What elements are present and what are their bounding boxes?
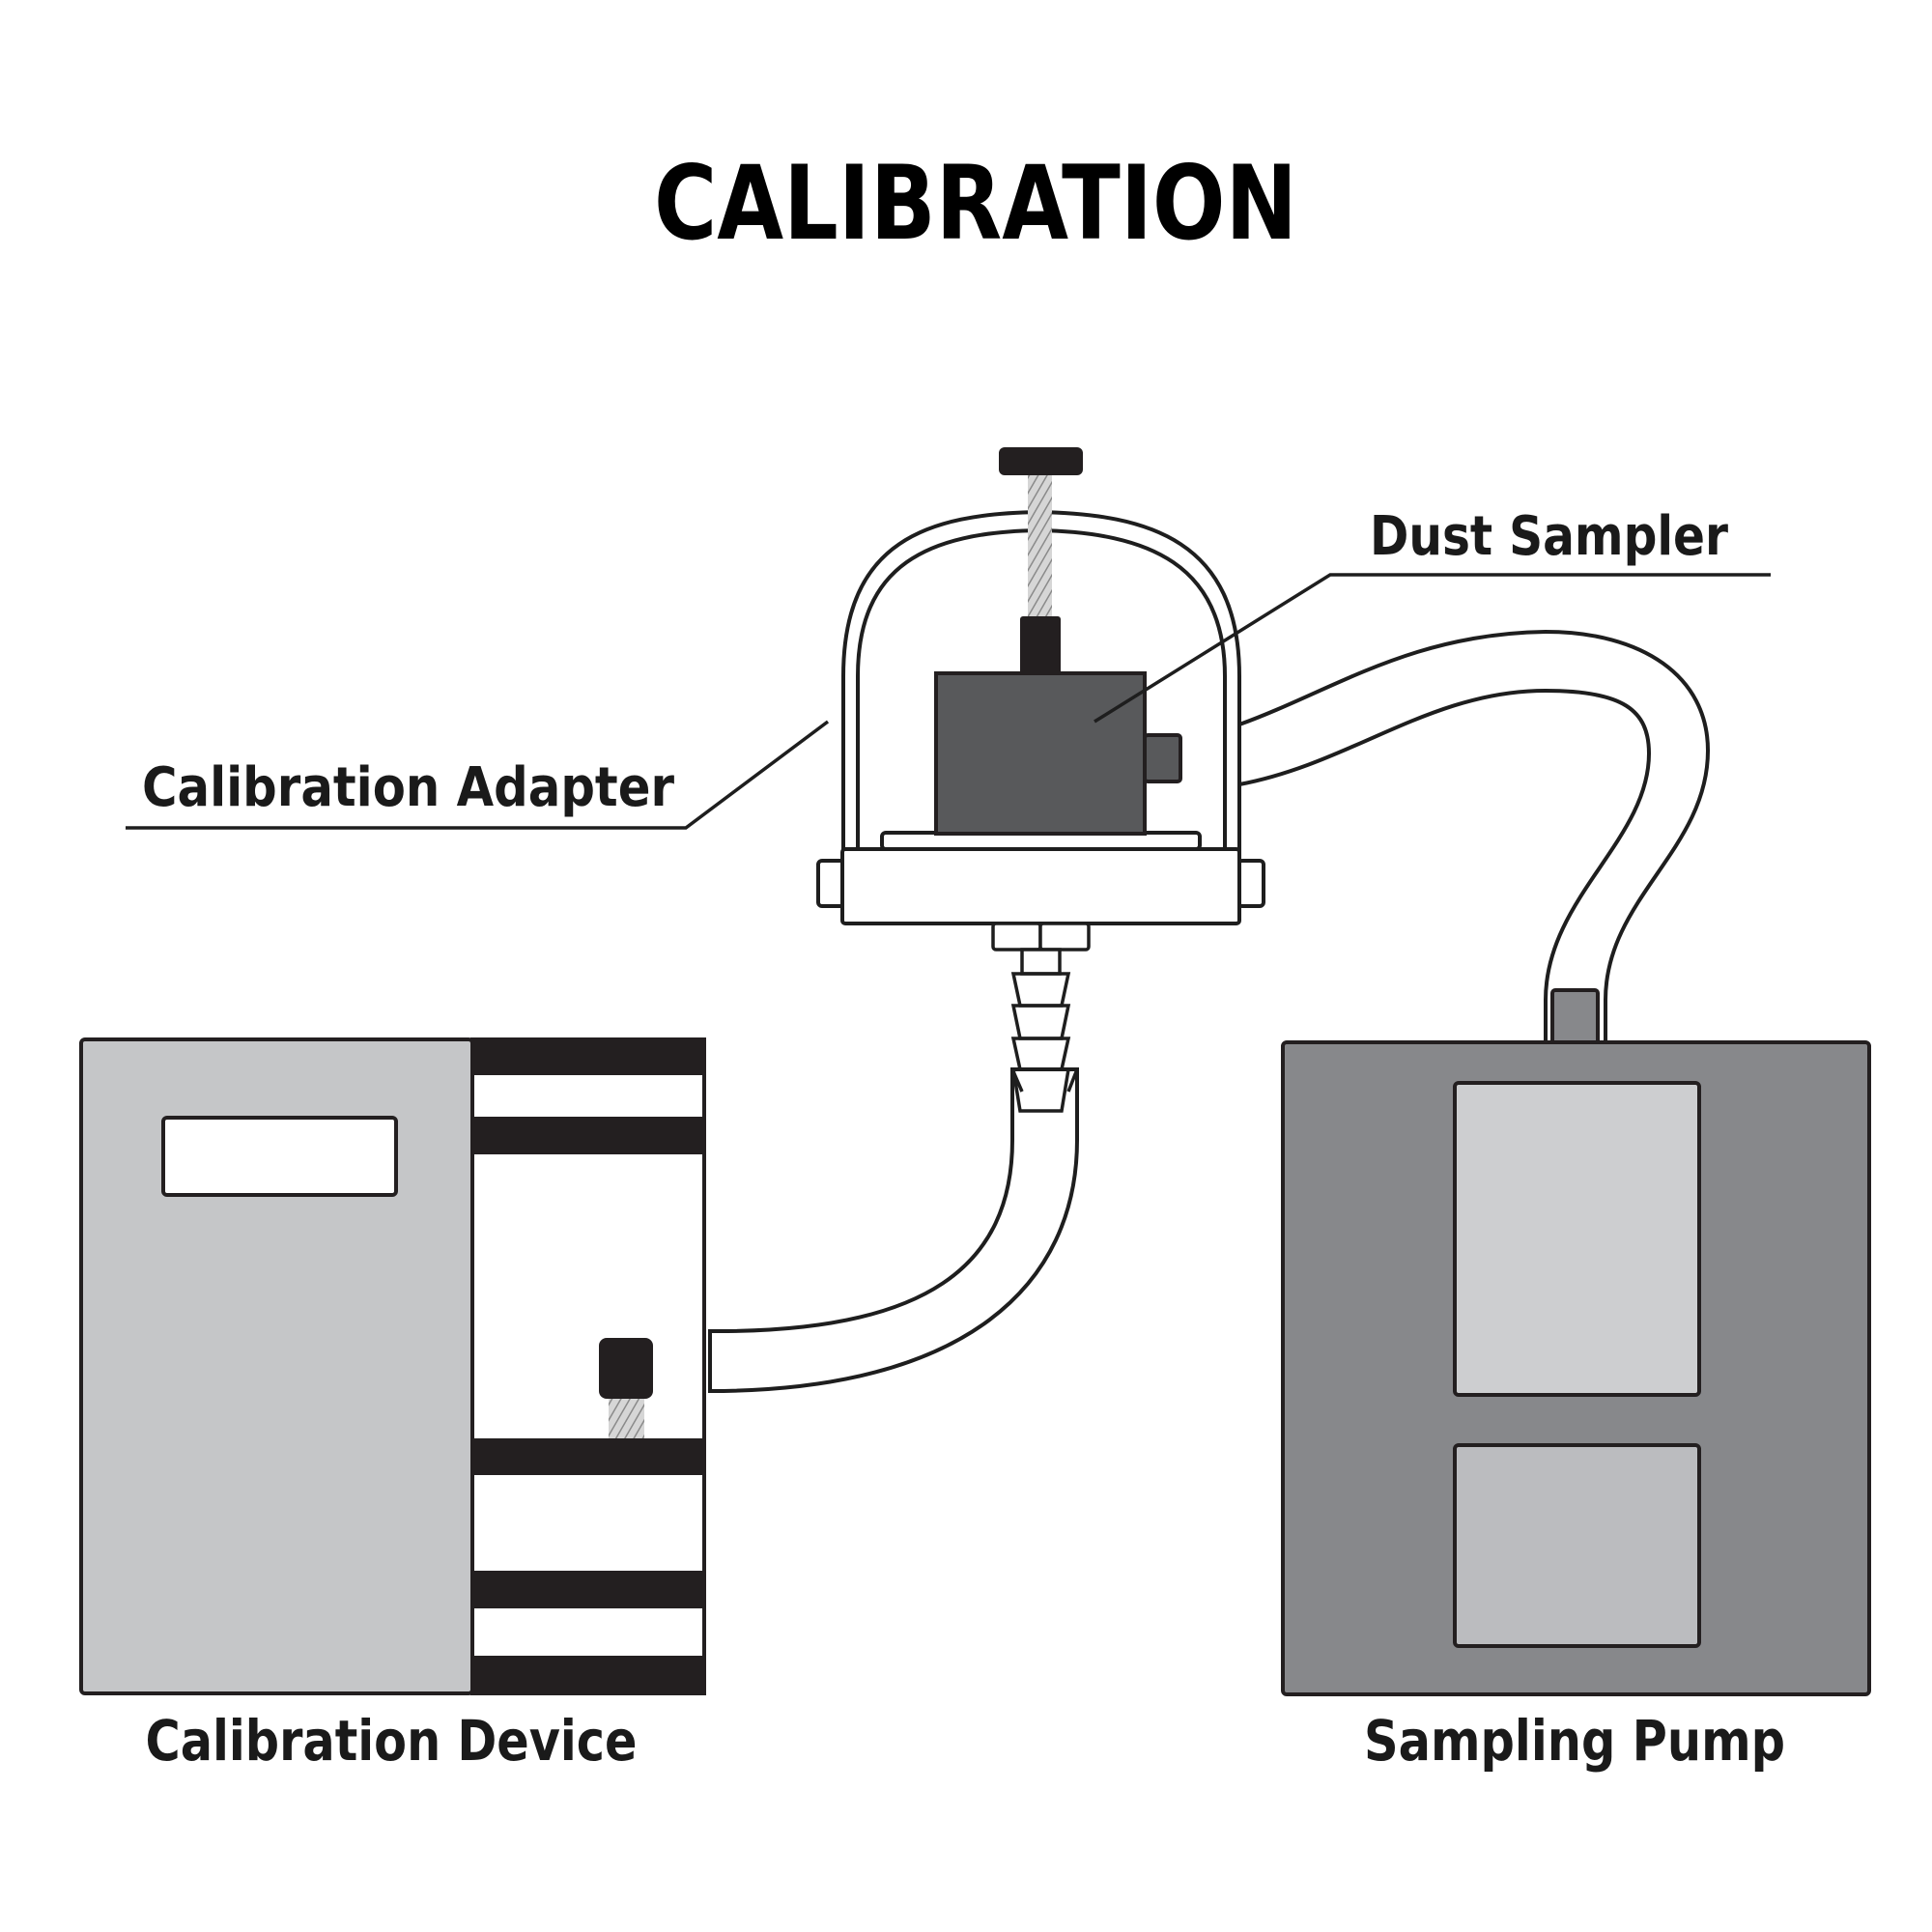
sampler-outlet: [1143, 733, 1182, 783]
calibration-device: [79, 1037, 706, 1695]
adapter-nut-left: [991, 922, 1042, 952]
diagram-title: CALIBRATION: [654, 144, 1297, 263]
tube-sampler-to-pump: [1220, 629, 1711, 1045]
pump-connector: [1550, 988, 1600, 1046]
device-band-2: [472, 1117, 704, 1154]
label-dust-sampler: Dust Sampler: [1370, 505, 1728, 568]
device-valve-knob: [599, 1338, 653, 1399]
label-calibration-device: Calibration Device: [146, 1708, 638, 1774]
device-band-1: [472, 1039, 704, 1075]
device-display-window: [161, 1116, 398, 1197]
clamp-knob: [999, 447, 1083, 475]
sampler-body: [934, 671, 1147, 836]
hose-barb-4: [1010, 1067, 1071, 1113]
adapter-base: [840, 847, 1241, 925]
clamp-collar: [1020, 616, 1061, 675]
adapter-stem: [1020, 948, 1062, 976]
hose-barb-1: [1010, 972, 1071, 1008]
adapter-nut-right: [1038, 922, 1091, 952]
dust-sampler: [934, 447, 1182, 836]
adapter-tab-right: [1236, 859, 1265, 908]
pump-panel-upper: [1453, 1081, 1701, 1397]
clamp-screw-icon: [1028, 473, 1052, 618]
calibration-adapter: [816, 509, 1265, 1113]
tube-device-to-adapter: [708, 1067, 1079, 1394]
adapter-tab-left: [816, 859, 846, 908]
hose-barb-2: [1010, 1004, 1071, 1040]
leader-calibration-adapter: [126, 720, 830, 830]
sampling-pump: [1281, 988, 1871, 1696]
device-band-5: [472, 1656, 704, 1693]
label-sampling-pump: Sampling Pump: [1364, 1708, 1785, 1774]
device-valve-thread-icon: [609, 1397, 644, 1438]
label-calibration-adapter: Calibration Adapter: [142, 756, 674, 819]
device-band-4: [472, 1571, 704, 1608]
hose-barb-3: [1010, 1037, 1071, 1071]
leader-dust-sampler: [1094, 573, 1771, 724]
device-band-3: [472, 1438, 704, 1475]
pump-panel-lower: [1453, 1443, 1701, 1648]
